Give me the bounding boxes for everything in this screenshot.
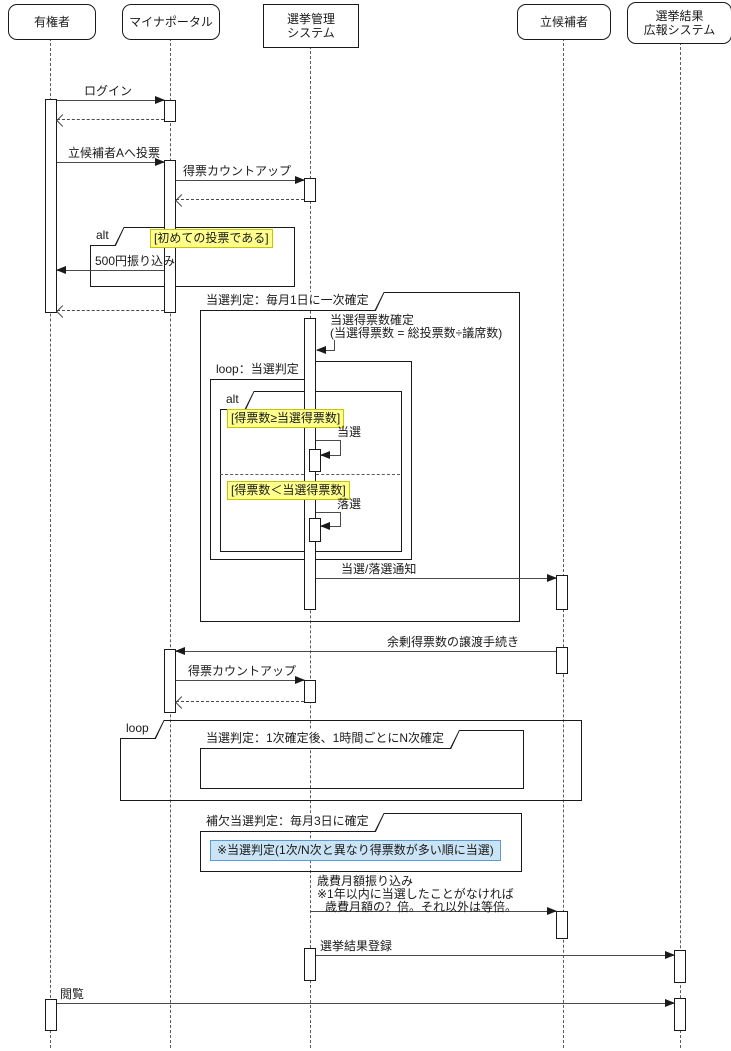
message-vote-line — [57, 158, 165, 166]
message-salary-line — [310, 907, 557, 915]
guard-votes-lt-threshold: [得票数＜当選得票数] — [227, 481, 350, 500]
activation-election-count1 — [304, 178, 316, 202]
message-login-label: ログイン — [84, 84, 133, 98]
fragment-nth-judgement: 当選判定：1次確定後、1時間ごとにN次確定 — [200, 730, 524, 789]
self-message-not-elected-vline — [340, 512, 341, 526]
self-message-elected-out — [316, 440, 341, 441]
actor-results-system-label-2: 広報システム — [643, 23, 716, 37]
message-salary-label-2: ※1年以内に当選したことがなければ — [317, 887, 514, 901]
message-surplus-line — [175, 647, 556, 655]
activation-candidate-salary — [556, 911, 568, 939]
activation-results-register — [674, 950, 686, 983]
actor-results-system-label-1: 選挙結果 — [655, 9, 704, 23]
fragment-nth-judgement-title: 当選判定：1次確定後、1時間ごとにN次確定 — [200, 730, 460, 749]
self-message-win-votes-label-1: 当選得票数確定 — [330, 313, 415, 327]
fragment-primary-judgement-title: 当選判定：毎月1日に一次確定 — [200, 292, 385, 311]
message-count1-label: 得票カウントアップ — [183, 164, 292, 178]
lifeline-candidate — [563, 38, 564, 1048]
message-notify-line — [316, 574, 557, 582]
guard-votes-ge-threshold: [得票数≥当選得票数] — [227, 409, 345, 428]
activation-candidate-notify — [556, 575, 568, 610]
message-count2-label: 得票カウントアップ — [188, 664, 297, 678]
activation-results-view — [674, 998, 686, 1031]
fragment-alt-first-vote: alt — [90, 227, 295, 287]
self-message-win-votes-vline — [334, 340, 335, 350]
activation-election-register — [304, 948, 316, 981]
actor-election-system-label-2: システム — [287, 26, 335, 40]
message-count1-return-line — [176, 199, 304, 200]
self-message-win-votes-label-2: (当選得票数 = 総投票数÷議席数) — [330, 326, 503, 340]
lifeline-myna-portal — [170, 38, 171, 1048]
activation-voter-2 — [45, 999, 57, 1031]
fragment-loop-judgement-operator: loop：当選判定 — [210, 361, 315, 380]
actor-candidate-label: 立候補者 — [539, 15, 588, 29]
message-view-label: 閲覧 — [60, 987, 85, 1001]
lifeline-voter — [50, 38, 51, 1048]
message-login-return-line — [57, 119, 164, 120]
message-500yen-line — [56, 266, 164, 274]
actor-myna-portal-label: マイナポータル — [129, 15, 213, 29]
actor-voter-label: 有権者 — [33, 15, 70, 29]
self-message-not-elected-label: 落選 — [337, 497, 362, 511]
fragment-primary-judgement: 当選判定：毎月1日に一次確定 — [200, 292, 520, 622]
actor-results-system: 選挙結果 広報システム — [627, 2, 731, 44]
message-500yen-label: 500円振り込み — [95, 254, 176, 268]
activation-candidate-surplus — [556, 647, 568, 674]
actor-election-system: 選挙管理 システム — [263, 4, 359, 48]
self-message-elected-label: 当選 — [337, 425, 362, 439]
activation-myna-login — [164, 100, 176, 122]
message-vote-label: 立候補者Aへ投票 — [68, 146, 161, 160]
self-message-win-votes-arrow — [316, 345, 335, 354]
guard-first-vote: [初めての投票である] — [150, 229, 273, 248]
message-count2-line — [176, 676, 305, 684]
actor-myna-portal: マイナポータル — [122, 4, 220, 40]
message-register-line — [316, 951, 675, 959]
self-message-not-elected-arrow — [320, 521, 341, 530]
self-message-elected-arrow — [320, 450, 341, 459]
activation-election-not-elected — [309, 518, 321, 542]
message-login-line — [57, 96, 165, 104]
message-salary-label-3: 歳費月額の？倍。それ以外は等倍。 — [325, 900, 518, 914]
activation-voter-1 — [45, 99, 57, 313]
message-count2-return-line — [176, 701, 304, 702]
fragment-supplementary-judgement-title: 補欠当選判定：毎月3日に確定 — [200, 813, 385, 832]
activation-election-count2 — [304, 680, 316, 703]
message-register-label: 選挙結果登録 — [320, 939, 393, 953]
message-notify-label: 当選/落選通知 — [341, 562, 417, 576]
activation-election-elected — [309, 449, 321, 472]
actor-candidate: 立候補者 — [517, 4, 611, 40]
fragment-alt-vote-compare-operator: alt — [220, 391, 255, 410]
message-count1-line — [176, 176, 305, 184]
activation-myna-surplus — [164, 649, 176, 713]
lifeline-results-system — [680, 42, 681, 1048]
fragment-loop-nth-operator: loop — [120, 720, 165, 739]
message-surplus-label: 余剰得票数の譲渡手続き — [387, 635, 520, 649]
fragment-loop-nth: loop — [120, 720, 582, 801]
fragment-alt-first-vote-operator: alt — [90, 227, 125, 246]
message-vote-return-line — [57, 310, 164, 311]
message-salary-label-1: 歳費月額振り込み — [317, 874, 414, 888]
self-message-elected-vline — [340, 440, 341, 455]
actor-election-system-label-1: 選挙管理 — [286, 12, 335, 26]
actor-voter: 有権者 — [8, 4, 96, 40]
fragment-supplementary-judgement: 補欠当選判定：毎月3日に確定 — [200, 813, 522, 872]
message-view-line — [57, 999, 675, 1007]
self-message-not-elected-out — [316, 512, 341, 513]
note-supplementary-rule: ※当選判定(1次/N次と異なり得票数が多い順に当選) — [210, 840, 501, 861]
